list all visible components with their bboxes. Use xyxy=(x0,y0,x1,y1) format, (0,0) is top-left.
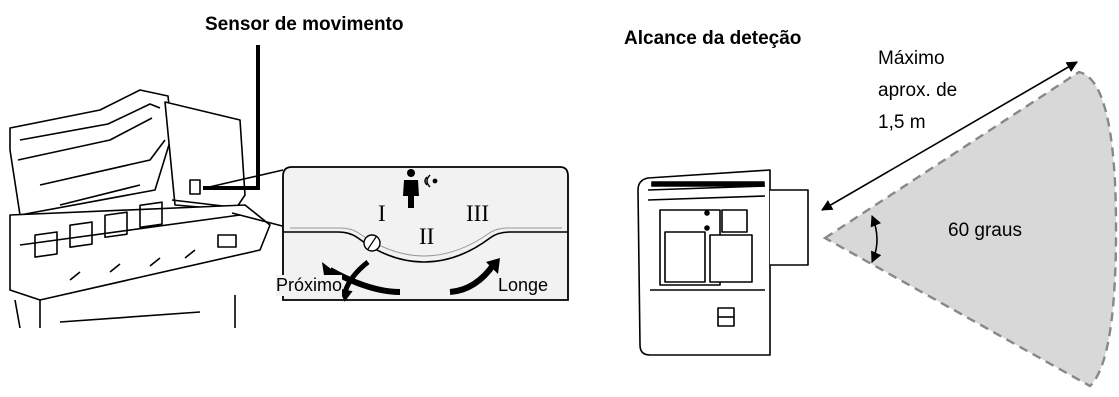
max-range-line1: Máximo xyxy=(878,48,945,69)
angle-label: 60 graus xyxy=(948,220,1022,241)
dial-position-2: II xyxy=(419,224,435,249)
angle-arc xyxy=(870,214,882,264)
max-range-line3: 1,5 m xyxy=(878,112,926,133)
sensor-title: Sensor de movimento xyxy=(205,14,404,35)
machine-side-view xyxy=(637,169,809,356)
callout-lines xyxy=(204,169,291,229)
near-label: Próximo xyxy=(276,275,343,296)
max-range-line2: aprox. de xyxy=(878,80,958,101)
copier-illustration xyxy=(9,89,271,329)
far-label: Longe xyxy=(498,275,549,296)
detection-range-title: Alcance da deteção xyxy=(624,28,802,49)
sensor-leader-line xyxy=(203,45,260,190)
dial-position-1: I xyxy=(378,201,386,226)
dial-position-3: III xyxy=(466,201,489,226)
person-sensor-icon xyxy=(403,169,438,208)
sensor-panel xyxy=(282,166,569,302)
range-arrow xyxy=(821,61,1078,211)
